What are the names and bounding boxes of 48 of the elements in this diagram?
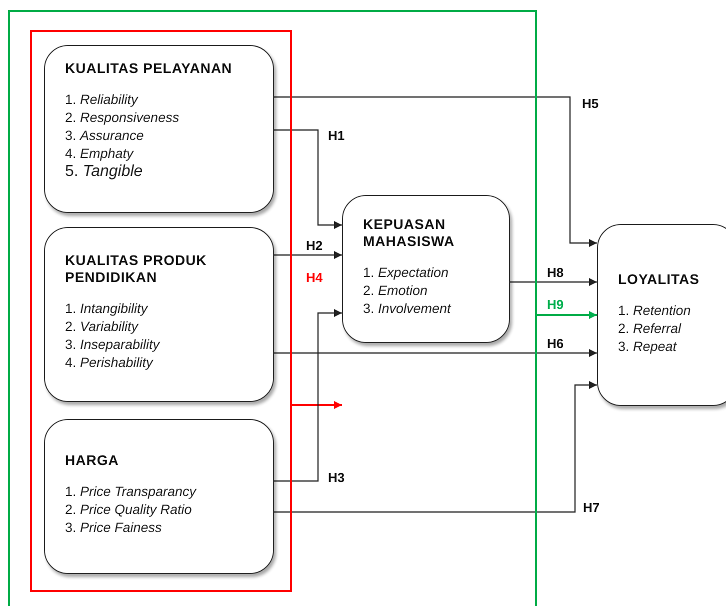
arrow <box>274 96 597 247</box>
indicator-item: 3. Price Fainess <box>65 518 163 537</box>
indicator-item: 3. Inseparability <box>65 336 161 354</box>
indicator-item: 5. Tangible <box>65 162 144 181</box>
construct-title: KEPUASAN MAHASISWA <box>363 216 456 250</box>
construct-box <box>44 419 274 574</box>
indicator-item: 2. Price Quality Ratio <box>65 500 193 519</box>
arrow <box>274 129 342 229</box>
indicator-item: 2. Variability <box>65 318 140 336</box>
indicator-item: 1. Expectation <box>363 264 450 282</box>
edge-label: H5 <box>582 96 599 111</box>
indicator-item: 1. Intangibility <box>65 300 149 318</box>
indicator-item: 2. Referral <box>618 320 682 338</box>
indicator-item: 4. Perishability <box>65 354 154 372</box>
edge-label: H7 <box>583 500 600 515</box>
edge-label: H6 <box>547 336 564 351</box>
indicator-item: 1. Reliability <box>65 90 140 109</box>
edge-label: H2 <box>306 238 323 253</box>
group-frame <box>30 30 292 592</box>
arrow <box>274 309 342 482</box>
construct-title: KUALITAS PRODUK PENDIDIKAN <box>65 252 208 286</box>
indicator-item: 4. Emphaty <box>65 144 135 163</box>
indicator-item: 3. Repeat <box>618 338 678 356</box>
construct-box <box>342 195 510 343</box>
edge-label: H8 <box>547 265 564 280</box>
indicator-item: 3. Involvement <box>363 300 452 318</box>
edge-label: H9 <box>547 297 564 312</box>
construct-title: KUALITAS PELAYANAN <box>65 60 234 77</box>
arrow <box>537 311 597 319</box>
construct-box <box>44 45 274 213</box>
indicator-item: 1. Retention <box>618 302 692 320</box>
arrow <box>274 251 342 259</box>
arrow <box>510 278 597 286</box>
edge-label: H1 <box>328 128 345 143</box>
arrow <box>274 381 597 513</box>
indicator-item: 1. Price Transparancy <box>65 482 198 501</box>
edge-label: H3 <box>328 470 345 485</box>
indicator-item: 3. Assurance <box>65 126 145 145</box>
construct-box <box>44 227 274 402</box>
indicator-item: 2. Emotion <box>363 282 429 300</box>
arrow <box>292 401 342 409</box>
indicator-item: 2. Responsiveness <box>65 108 180 127</box>
construct-title: HARGA <box>65 452 120 469</box>
construct-box <box>597 224 726 406</box>
arrow <box>274 349 597 357</box>
group-frame <box>8 10 537 606</box>
construct-title: LOYALITAS <box>618 271 701 288</box>
hypothesis-label: H4 <box>306 270 323 285</box>
